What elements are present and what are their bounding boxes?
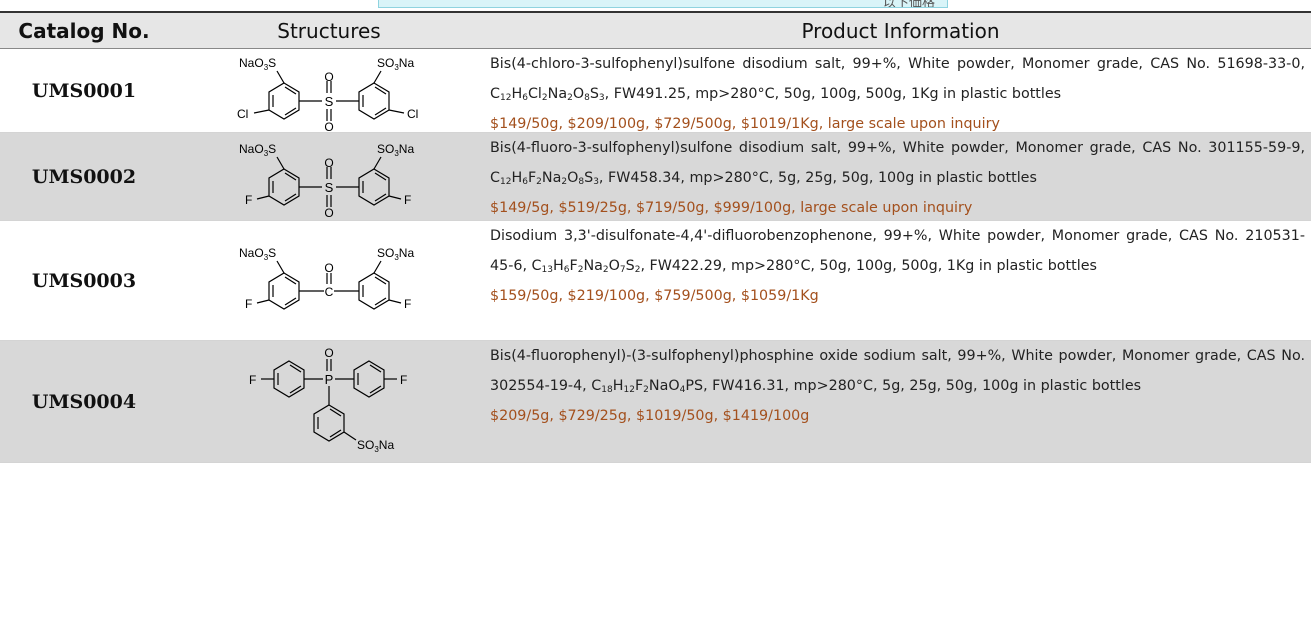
substituent-label: Cl bbox=[407, 107, 418, 121]
substituent-label: SO3Na bbox=[357, 438, 394, 454]
catalog-number: UMS0003 bbox=[31, 269, 137, 292]
structure-cell: O S O NaO3S SO3Na F F bbox=[168, 133, 490, 220]
substituent-label: SO3Na bbox=[377, 56, 414, 72]
oxygen-label: O bbox=[324, 261, 333, 275]
product-description: Bis(4-fluoro-3-sulfophenyl)sulfone disod… bbox=[490, 140, 1305, 187]
substituent-label: SO3Na bbox=[377, 142, 414, 158]
substituent-label: F bbox=[404, 193, 411, 207]
oxygen-label: O bbox=[324, 120, 333, 131]
product-description: Disodium 3,3'-disulfonate-4,4'-difluorob… bbox=[490, 228, 1305, 275]
substituent-label: F bbox=[400, 373, 407, 387]
oxygen-label: O bbox=[324, 206, 333, 217]
top-banner: 以下価格 bbox=[378, 0, 948, 8]
product-info: Bis(4-fluoro-3-sulfophenyl)sulfone disod… bbox=[490, 133, 1305, 223]
product-info: Bis(4-fluorophenyl)-(3-sulfophenyl)phosp… bbox=[490, 341, 1305, 431]
header-catalog-no: Catalog No. bbox=[18, 19, 150, 43]
substituent-label: F bbox=[245, 297, 252, 311]
oxygen-label: O bbox=[324, 70, 333, 84]
structure-diagram: O C NaO3S SO3Na F F bbox=[239, 246, 414, 311]
table-header: Catalog No. Structures Product Informati… bbox=[0, 11, 1311, 49]
product-price: $149/5g, $519/25g, $719/50g, $999/100g, … bbox=[490, 200, 973, 216]
table-row: UMS0002 O S O NaO3S SO3Na bbox=[0, 133, 1311, 221]
structure-diagram: O P F F SO3Na bbox=[249, 346, 407, 454]
substituent-label: F bbox=[245, 193, 252, 207]
structure-cell: O P F F SO3Na bbox=[168, 341, 490, 462]
product-price: $149/50g, $209/100g, $729/500g, $1019/1K… bbox=[490, 116, 1000, 132]
substituent-label: F bbox=[249, 373, 256, 387]
catalog-number: UMS0002 bbox=[31, 165, 137, 188]
table-row: UMS0004 O P F F bbox=[0, 341, 1311, 463]
carbon-label: C bbox=[325, 285, 334, 299]
header-structures: Structures bbox=[277, 19, 381, 43]
product-info: Bis(4-chloro-3-sulfophenyl)sulfone disod… bbox=[490, 49, 1305, 139]
product-description: Bis(4-fluorophenyl)-(3-sulfophenyl)phosp… bbox=[490, 348, 1305, 395]
structure-cell: O S O NaO3S SO3Na Cl Cl bbox=[168, 49, 490, 132]
catalog-number: UMS0004 bbox=[31, 390, 137, 413]
banner-text: 以下価格 bbox=[882, 0, 935, 8]
substituent-label: NaO3S bbox=[239, 56, 276, 72]
sulfur-label: S bbox=[325, 180, 334, 195]
substituent-label: F bbox=[404, 297, 411, 311]
substituent-label: SO3Na bbox=[377, 246, 414, 262]
phosphorus-label: P bbox=[325, 372, 334, 387]
substituent-label: NaO3S bbox=[239, 246, 276, 262]
header-product-information: Product Information bbox=[801, 19, 1000, 43]
structure-cell: O C NaO3S SO3Na F F bbox=[168, 221, 490, 340]
sulfur-label: S bbox=[325, 94, 334, 109]
substituent-label: NaO3S bbox=[239, 142, 276, 158]
substituent-label: Cl bbox=[237, 107, 248, 121]
catalog-number: UMS0001 bbox=[31, 79, 137, 102]
product-price: $209/5g, $729/25g, $1019/50g, $1419/100g bbox=[490, 408, 810, 424]
oxygen-label: O bbox=[324, 346, 333, 360]
product-info: Disodium 3,3'-disulfonate-4,4'-difluorob… bbox=[490, 221, 1305, 311]
oxygen-label: O bbox=[324, 156, 333, 170]
table-row: UMS0001 O S O NaO3S SO3Na bbox=[0, 49, 1311, 133]
table-row: UMS0003 O C NaO3S SO3Na F F bbox=[0, 221, 1311, 341]
product-price: $159/50g, $219/100g, $759/500g, $1059/1K… bbox=[490, 288, 819, 304]
structure-diagram: O S O NaO3S SO3Na Cl Cl bbox=[237, 56, 418, 131]
structure-diagram: O S O NaO3S SO3Na F F bbox=[239, 142, 414, 217]
product-description: Bis(4-chloro-3-sulfophenyl)sulfone disod… bbox=[490, 56, 1305, 103]
